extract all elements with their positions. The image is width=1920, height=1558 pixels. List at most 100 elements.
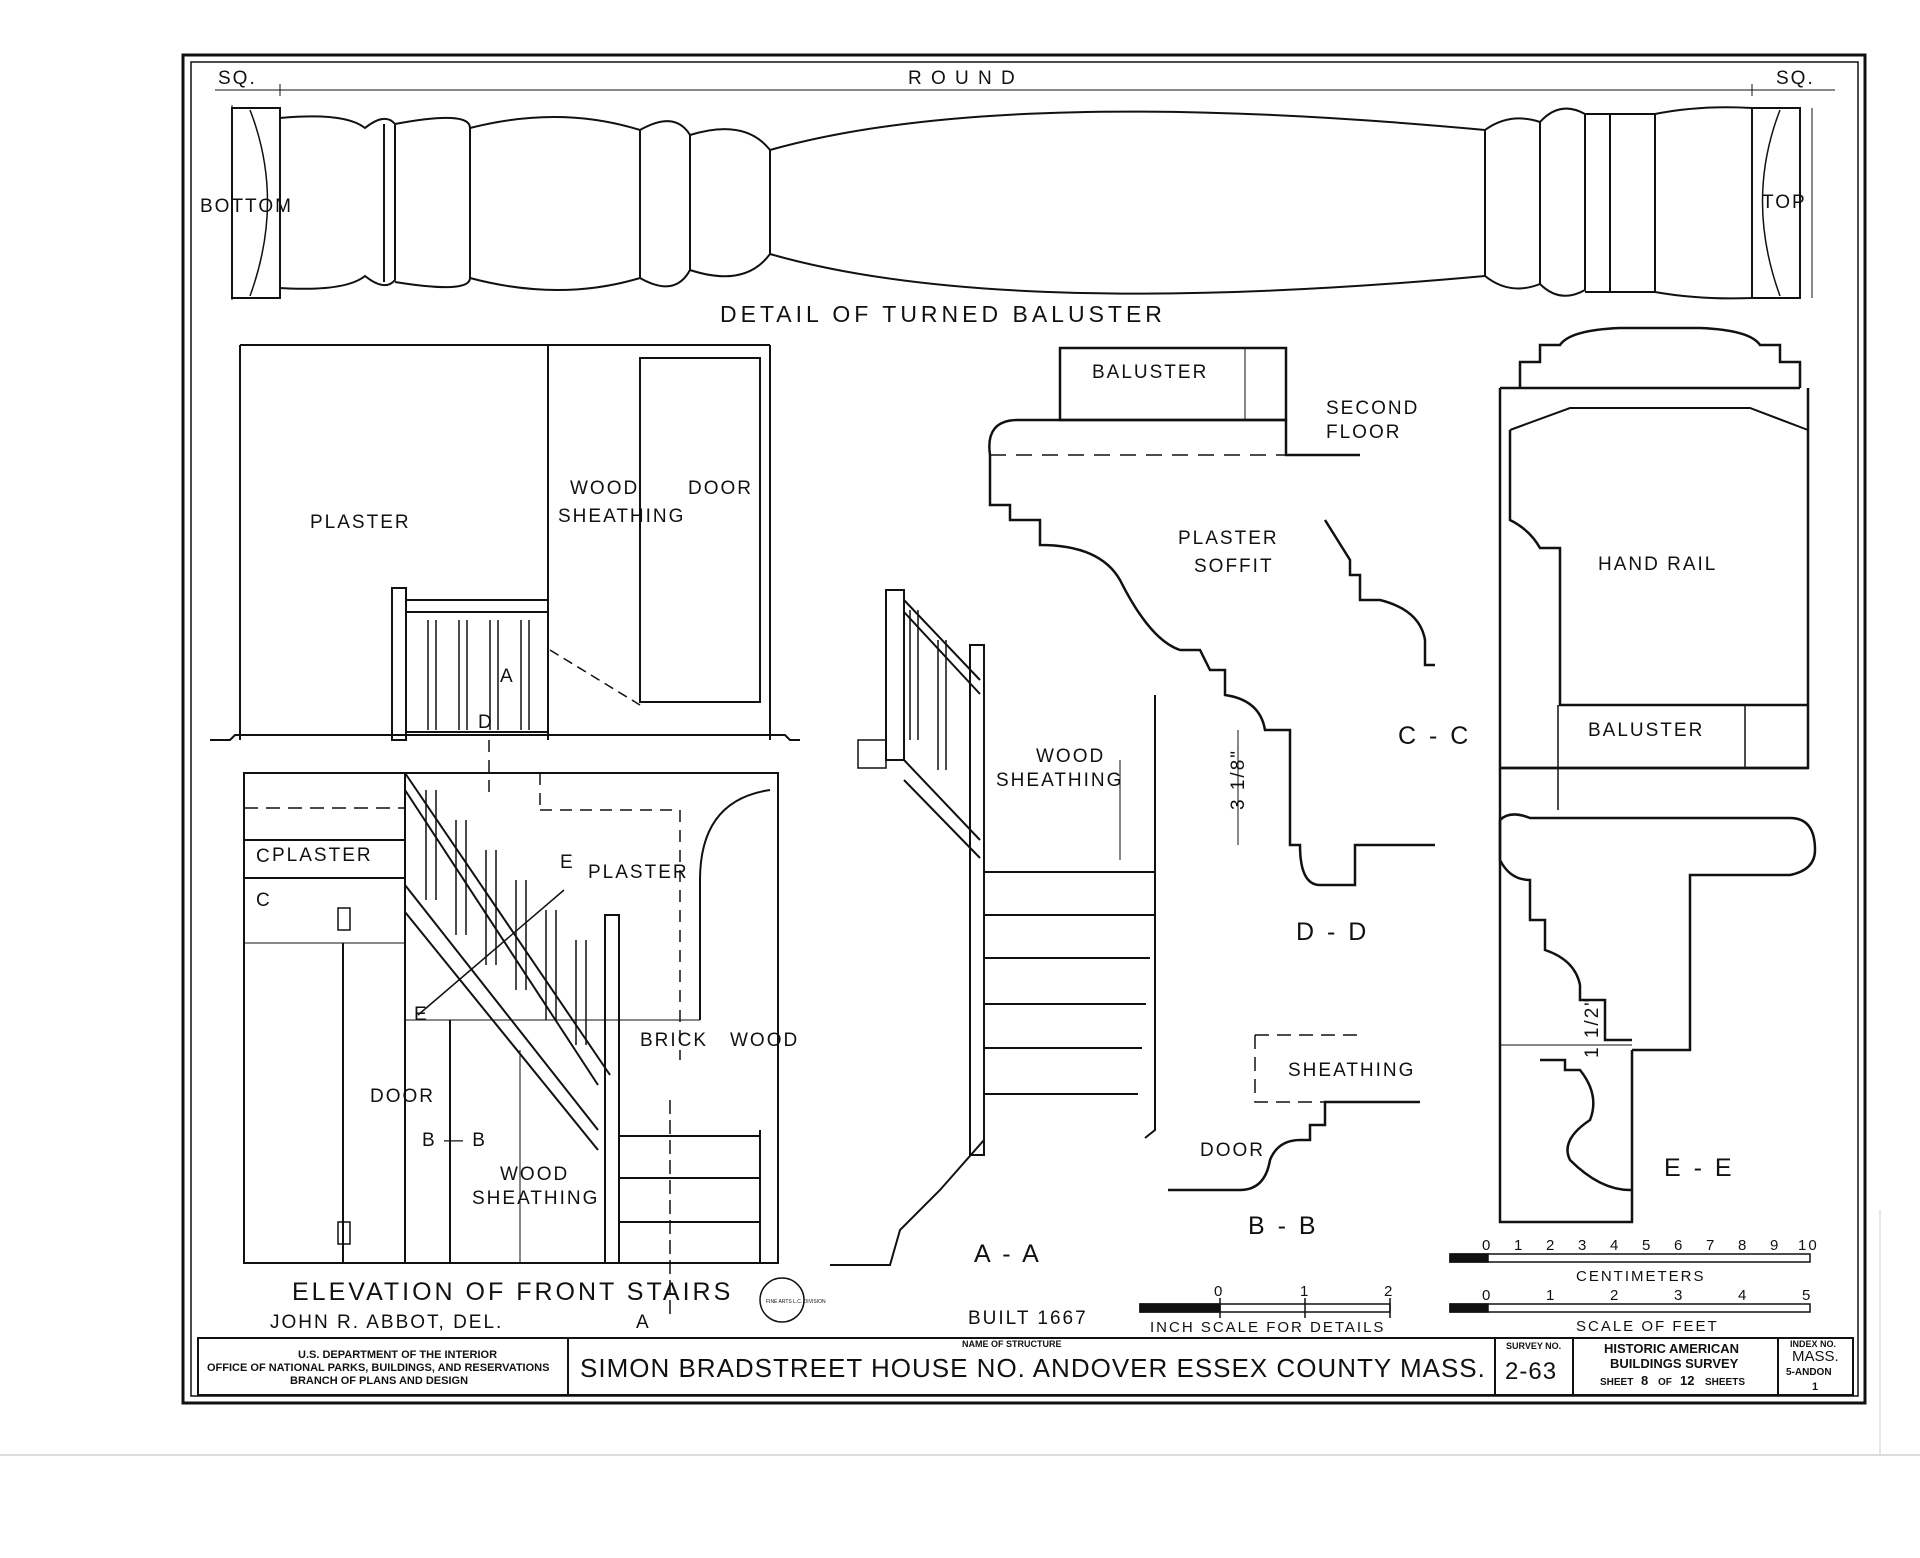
sheet-total: 12 — [1680, 1373, 1694, 1388]
label-e-mark-2: E — [414, 1004, 429, 1025]
cm-tick: 2 — [1546, 1237, 1556, 1254]
inch-tick-2: 2 — [1384, 1283, 1394, 1300]
label-plaster-left: PLASTER — [272, 845, 373, 866]
cm-tick: 7 — [1706, 1237, 1716, 1254]
label-door-lower: DOOR — [370, 1086, 435, 1107]
delineator: JOHN R. ABBOT, DEL. — [270, 1312, 503, 1333]
inch-tick-0: 0 — [1214, 1283, 1224, 1300]
structure-name: SIMON BRADSTREET HOUSE NO. ANDOVER ESSEX… — [580, 1353, 1486, 1383]
label-d-mark: D — [478, 712, 494, 733]
feet-ticks: 0 1 2 3 4 5 — [1482, 1287, 1812, 1304]
of-word: OF — [1658, 1377, 1672, 1388]
outer-border — [181, 53, 1867, 1405]
feet-tick: 0 — [1482, 1287, 1492, 1304]
index-line-3: 1 — [1812, 1381, 1818, 1393]
feet-tick: 1 — [1546, 1287, 1556, 1304]
habs-line-2: BUILDINGS SURVEY — [1610, 1356, 1739, 1371]
sheet-count: SHEET 8 OF 12 SHEETS — [1600, 1373, 1745, 1388]
cm-label: CENTIMETERS — [1576, 1268, 1706, 1285]
label-ee-dim: 1 1/2" — [1582, 997, 1603, 1058]
inch-tick-1: 1 — [1300, 1283, 1310, 1300]
label-bottom: BOTTOM — [200, 196, 293, 217]
label-wood-upper-2: SHEATHING — [558, 506, 685, 527]
built-date: BUILT 1667 — [968, 1308, 1088, 1329]
label-dd-second-1: SECOND — [1326, 398, 1419, 419]
stamp-text: FINE ARTS L.C. DIVISION — [766, 1299, 826, 1305]
dept-line-3: BRANCH OF PLANS AND DESIGN — [290, 1375, 468, 1387]
feet-tick: 3 — [1674, 1287, 1684, 1304]
label-c-mark-1: C — [256, 846, 272, 867]
baluster-detail-title: DETAIL OF TURNED BALUSTER — [720, 301, 1166, 327]
label-wood-lower-1: WOOD — [500, 1164, 569, 1185]
elevation-drawing — [210, 344, 800, 1320]
elevation-title: ELEVATION OF FRONT STAIRS — [292, 1278, 733, 1306]
section-bb-title: B - B — [1248, 1212, 1319, 1240]
label-wood: WOOD — [730, 1030, 799, 1051]
cm-tick: 6 — [1674, 1237, 1684, 1254]
section-aa-drawing — [830, 589, 1156, 1266]
inch-scale-label: INCH SCALE FOR DETAILS — [1150, 1319, 1385, 1336]
scale-bars — [1139, 1253, 1811, 1318]
dept-line-1: U.S. DEPARTMENT OF THE INTERIOR — [298, 1349, 497, 1361]
survey-label: SURVEY NO. — [1506, 1341, 1561, 1351]
feet-tick: 5 — [1802, 1287, 1812, 1304]
label-top: TOP — [1762, 192, 1807, 213]
cm-tick: 1 — [1514, 1237, 1524, 1254]
index-line-2: 5-ANDON — [1786, 1367, 1832, 1378]
label-wood-lower-2: SHEATHING — [472, 1188, 599, 1209]
label-aa-wood-2: SHEATHING — [996, 770, 1123, 791]
label-a-bottom: A — [636, 1312, 651, 1333]
label-e-mark-1: E — [560, 852, 575, 873]
index-label: INDEX NO. — [1790, 1339, 1836, 1349]
label-dd-baluster: BALUSTER — [1092, 362, 1208, 383]
library-stamp: FINE ARTS L.C. DIVISION — [759, 1277, 826, 1323]
label-c-mark-2: C — [256, 890, 272, 911]
cm-tick: 5 — [1642, 1237, 1652, 1254]
feet-tick: 2 — [1610, 1287, 1620, 1304]
cm-tick: 9 — [1770, 1237, 1780, 1254]
label-sq-right: SQ. — [1776, 68, 1815, 89]
section-dd-drawing — [988, 346, 1435, 887]
section-ee-title: E - E — [1664, 1154, 1735, 1182]
feet-label: SCALE OF FEET — [1576, 1318, 1719, 1335]
section-cc-title: C - C — [1398, 722, 1471, 750]
section-ee-drawing — [1498, 326, 1817, 1224]
section-dd-title: D - D — [1296, 918, 1369, 946]
label-plaster-right: PLASTER — [588, 862, 689, 883]
label-door-upper: DOOR — [688, 478, 753, 499]
section-bb-drawing — [1168, 1034, 1420, 1192]
survey-number: 2-63 — [1505, 1358, 1557, 1385]
baluster-detail — [215, 84, 1835, 300]
label-round: R O U N D — [908, 68, 1017, 89]
cm-ticks: 0 1 2 3 4 5 6 7 8 9 10 — [1482, 1237, 1819, 1254]
sheet-number: 8 — [1641, 1373, 1648, 1388]
cm-tick: 0 — [1482, 1237, 1492, 1254]
label-cc-plaster-2: SOFFIT — [1194, 556, 1274, 577]
cm-tick: 3 — [1578, 1237, 1588, 1254]
habs-line-1: HISTORIC AMERICAN — [1604, 1341, 1739, 1356]
structure-name-label: NAME OF STRUCTURE — [962, 1339, 1062, 1349]
label-wood-upper-1: WOOD — [570, 478, 639, 499]
section-aa-title: A - A — [974, 1240, 1042, 1268]
label-bb-door: DOOR — [1200, 1140, 1265, 1161]
cm-tick: 10 — [1798, 1237, 1819, 1254]
label-bb-sheathing: SHEATHING — [1288, 1060, 1415, 1081]
index-line-1: MASS. — [1792, 1348, 1839, 1365]
label-ee-hand-rail: HAND RAIL — [1598, 554, 1717, 575]
sheet-word: SHEET — [1600, 1377, 1633, 1388]
dept-line-2: OFFICE OF NATIONAL PARKS, BUILDINGS, AND… — [207, 1362, 549, 1374]
label-dd-second-2: FLOOR — [1326, 422, 1401, 443]
sheets-word: SHEETS — [1705, 1377, 1745, 1388]
label-plaster-upper: PLASTER — [310, 512, 411, 533]
label-ee-baluster: BALUSTER — [1588, 720, 1704, 741]
label-a-mark: A — [500, 666, 515, 687]
label-aa-wood-1: WOOD — [1036, 746, 1105, 767]
label-bb-mark: B — B — [422, 1130, 487, 1151]
title-block-frame — [197, 1337, 1854, 1396]
label-cc-plaster-1: PLASTER — [1178, 528, 1279, 549]
cm-tick: 4 — [1610, 1237, 1620, 1254]
label-sq-left: SQ. — [218, 68, 257, 89]
cm-tick: 8 — [1738, 1237, 1748, 1254]
label-dd-dim: 3 1/8" — [1228, 749, 1249, 810]
